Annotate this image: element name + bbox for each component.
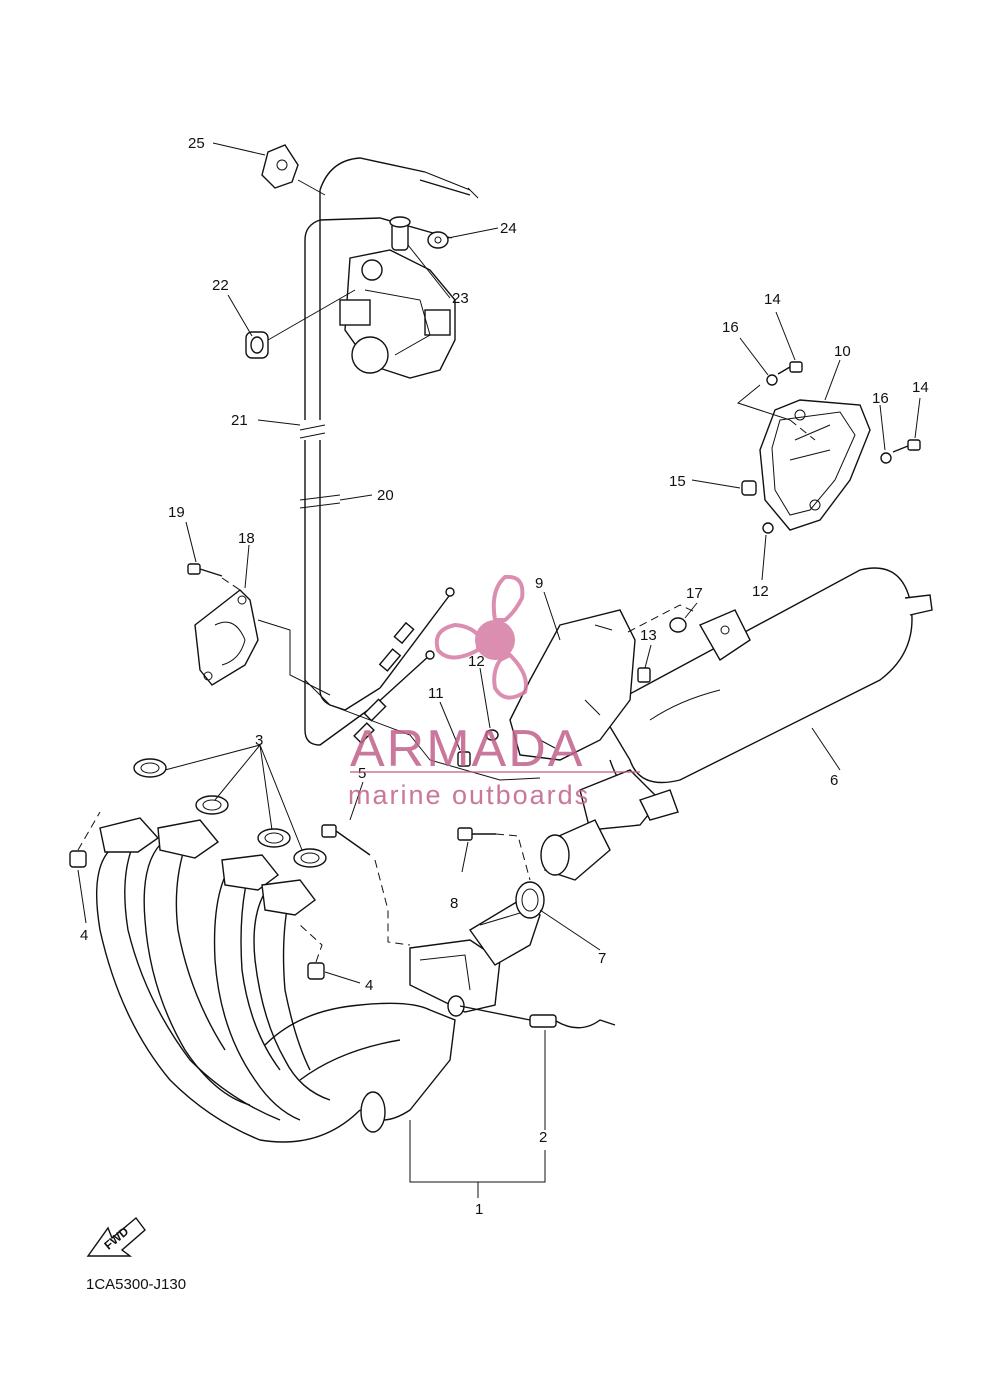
callout-14b: 14 (912, 379, 929, 396)
end-cap-10 (759, 399, 871, 531)
callout-5: 5 (358, 765, 366, 782)
watermark-tagline: marine outboards (348, 780, 590, 810)
callout-15: 15 (669, 473, 686, 490)
leader-lines (77, 142, 921, 1198)
fwd-arrow: FWD (86, 1216, 146, 1257)
callout-4b: 4 (365, 977, 373, 994)
callout-18: 18 (238, 530, 255, 547)
clamp-25 (261, 144, 299, 189)
washer-16-b (880, 452, 892, 464)
callout-4a: 4 (80, 927, 88, 944)
bolt-19 (187, 563, 223, 577)
servo-cable-assembly (299, 157, 479, 746)
callout-20: 20 (377, 487, 394, 504)
callout-19: 19 (168, 504, 185, 521)
callout-8: 8 (450, 895, 458, 912)
callout-16b: 16 (872, 390, 889, 407)
callout-13: 13 (640, 627, 657, 644)
callout-16a: 16 (722, 319, 739, 336)
collar-23 (389, 216, 411, 251)
callout-14a: 14 (764, 291, 781, 308)
armada-watermark: ARMADA marine outboards (348, 574, 640, 810)
bolt-14-b (892, 439, 921, 453)
bolt-14-a (777, 361, 803, 375)
nut-24 (427, 231, 449, 249)
callout-1: 1 (475, 1201, 483, 1218)
callout-17: 17 (686, 585, 703, 602)
callout-22: 22 (212, 277, 229, 294)
bolt-8 (457, 827, 496, 841)
callout-numbers: 1 2 3 4 4 5 6 7 8 9 10 11 12 12 13 14 14… (80, 135, 929, 1218)
callout-25: 25 (188, 135, 205, 152)
muffler-6 (540, 567, 933, 881)
callout-12a: 12 (468, 653, 485, 670)
gasket-7 (515, 881, 545, 919)
washer-16-a (766, 374, 778, 386)
exhaust-header-pipes (96, 817, 456, 1143)
joint-pipe-bracket (409, 899, 541, 1017)
servo-motor (339, 249, 456, 379)
washer-12 (485, 729, 499, 741)
callout-12b: 12 (752, 583, 769, 600)
callout-23: 23 (452, 290, 469, 307)
watermark-brand: ARMADA (350, 720, 584, 778)
protector-9 (509, 609, 636, 761)
callout-9: 9 (535, 575, 543, 592)
reference-code: 1CA5300-J130 (86, 1276, 186, 1293)
grommet-22 (245, 289, 356, 359)
propeller-logo (434, 574, 528, 700)
callout-2: 2 (539, 1129, 547, 1146)
cover-18 (194, 589, 259, 686)
callout-6: 6 (830, 772, 838, 789)
damper-13 (637, 667, 651, 683)
callout-24: 24 (500, 220, 517, 237)
washer-12-b (762, 522, 774, 534)
callout-3: 3 (255, 732, 263, 749)
oxygen-sensor-2 (459, 1005, 616, 1029)
bolt-5 (321, 824, 371, 856)
callout-10: 10 (834, 343, 851, 360)
damper-17 (669, 617, 687, 633)
callout-21: 21 (231, 412, 248, 429)
gaskets-3 (133, 758, 327, 868)
nuts-4 (69, 850, 325, 980)
nut-15 (741, 480, 757, 496)
callout-7: 7 (598, 950, 606, 967)
bolt-11 (457, 751, 471, 767)
callout-11: 11 (428, 685, 444, 702)
